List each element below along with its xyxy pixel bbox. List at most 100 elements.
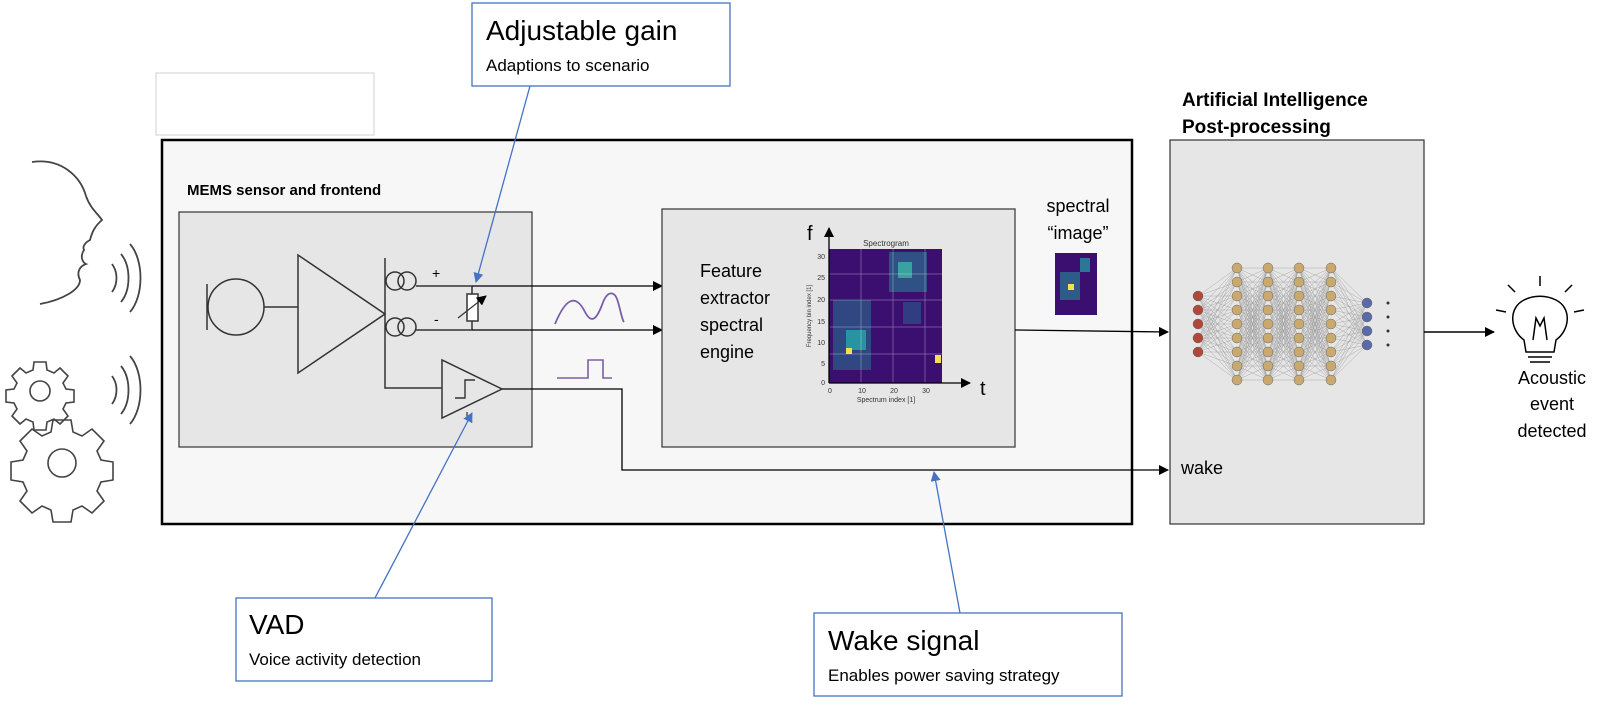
nn-connection — [1236, 267, 1269, 297]
nn-connection — [1298, 337, 1332, 381]
nn-node — [1293, 360, 1305, 372]
spectrogram-xtick-30: 30 — [922, 388, 930, 395]
output-line-2: event — [1530, 394, 1574, 414]
nn-node — [1325, 290, 1337, 302]
feature-to-ai-arrow — [1014, 326, 1169, 337]
microphone-icon — [206, 278, 298, 336]
nn-connection — [1236, 267, 1269, 325]
nn-node — [1262, 374, 1274, 386]
spectrogram-ytick-20: 20 — [817, 297, 825, 304]
nn-node — [1325, 276, 1337, 288]
spectral-image-label-2: “image” — [1047, 223, 1108, 243]
nn-node — [1262, 332, 1274, 344]
nn-output-dot — [1386, 343, 1390, 347]
adjustable-gain-title: Adjustable gain — [486, 15, 677, 46]
nn-node — [1192, 318, 1204, 330]
nn-connection — [1267, 267, 1300, 381]
nn-connection — [1298, 267, 1332, 339]
nn-connection — [1330, 302, 1368, 339]
nn-connection — [1267, 281, 1300, 381]
nn-node — [1231, 262, 1243, 274]
nn-connection — [1298, 281, 1332, 381]
nn-connection — [1267, 323, 1300, 381]
nn-node — [1293, 346, 1305, 358]
face-profile-icon — [31, 160, 104, 305]
feature-line-3: spectral — [700, 315, 763, 335]
nn-connection — [1298, 267, 1332, 311]
nn-connection — [1197, 351, 1238, 381]
nn-connection — [1236, 365, 1269, 381]
nn-connection — [1330, 302, 1368, 325]
nn-connection — [1236, 267, 1269, 381]
nn-node — [1192, 304, 1204, 316]
nn-connection — [1267, 267, 1300, 339]
wake-signal-pointer — [930, 471, 961, 614]
nn-node — [1293, 304, 1305, 316]
waveform-icon — [554, 292, 625, 325]
nn-node — [1293, 262, 1305, 274]
nn-node — [1231, 374, 1243, 386]
amplifier-icon — [297, 253, 387, 375]
nn-node — [1262, 304, 1274, 316]
nn-connection — [1197, 267, 1238, 339]
nn-connection — [1267, 267, 1300, 311]
nn-node — [1262, 360, 1274, 372]
output-line-1: Acoustic — [1518, 368, 1586, 388]
nn-connection — [1236, 323, 1269, 381]
nn-connection — [1330, 302, 1368, 311]
nn-output-dot — [1386, 315, 1390, 319]
nn-connection — [1197, 281, 1238, 353]
nn-node — [1262, 346, 1274, 358]
nn-connection — [1298, 365, 1332, 381]
nn-node — [1361, 325, 1373, 337]
variable-resistor-icon — [466, 293, 479, 322]
nn-connection — [1330, 344, 1368, 381]
spectrogram-xtick-0: 0 — [828, 388, 832, 395]
spectrogram-ytick-30: 30 — [817, 254, 825, 261]
small-gear-icon — [5, 361, 75, 431]
spectrogram-xtick-20: 20 — [890, 388, 898, 395]
spectral-image-thumbnail — [1055, 253, 1097, 315]
plus-sign: + — [432, 265, 440, 281]
nn-connection — [1197, 267, 1238, 297]
nn-connection — [1298, 295, 1332, 381]
spectrogram-plot: Spectrogram 30 25 20 15 10 5 0 0 10 20 3… — [807, 223, 986, 404]
nn-connection — [1298, 267, 1332, 381]
nn-node — [1293, 318, 1305, 330]
nn-connection — [1197, 267, 1238, 311]
nn-connection — [1330, 302, 1368, 381]
nn-node — [1262, 262, 1274, 274]
nn-connection — [1197, 267, 1238, 325]
nn-node — [1262, 290, 1274, 302]
nn-connection — [1330, 302, 1368, 367]
spectrogram-ytick-25: 25 — [817, 275, 825, 282]
nn-connection — [1298, 309, 1332, 381]
nn-connection — [1197, 295, 1238, 353]
feature-line-2: extractor — [700, 288, 770, 308]
current-source-plus-icon — [385, 271, 417, 291]
pulse-icon — [557, 359, 612, 379]
empty-label-box — [155, 72, 375, 136]
nn-connection — [1330, 267, 1368, 304]
nn-connection — [1267, 365, 1300, 381]
nn-connection — [1236, 267, 1269, 283]
wake-line — [502, 388, 1169, 475]
nn-node — [1231, 332, 1243, 344]
neural-network-icon — [1192, 262, 1390, 386]
nn-connection — [1236, 309, 1269, 381]
nn-node — [1231, 346, 1243, 358]
f-axis-label: f — [807, 223, 813, 245]
large-gear-icon — [10, 419, 114, 523]
spectrogram-xtick-10: 10 — [858, 388, 866, 395]
output-line-3: detected — [1517, 421, 1586, 441]
ai-title-line-1: Artificial Intelligence — [1182, 90, 1368, 111]
nn-connection — [1267, 351, 1300, 381]
voice-sound-waves-icon — [111, 243, 142, 313]
nn-connection — [1330, 281, 1368, 304]
nn-connection — [1197, 267, 1238, 353]
nn-connection — [1298, 267, 1332, 283]
nn-connection — [1298, 351, 1332, 381]
ai-title-line-2: Post-processing — [1182, 117, 1331, 138]
spectrogram-title: Spectrogram — [863, 239, 909, 248]
nn-node — [1325, 346, 1337, 358]
